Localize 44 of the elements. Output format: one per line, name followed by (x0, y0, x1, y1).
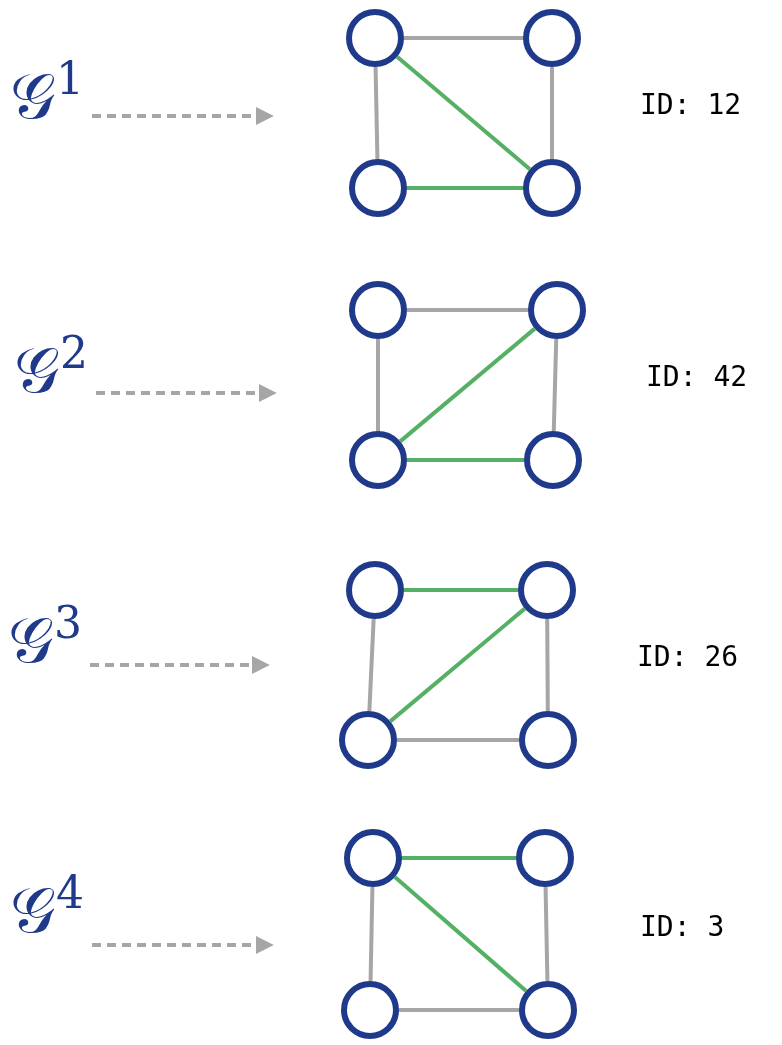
graph-edge (376, 339, 380, 431)
vertex-circle (516, 829, 574, 887)
dashed-arrow (90, 656, 270, 674)
graph-edge (393, 875, 528, 993)
vertex-circle (524, 431, 582, 489)
graph-edge (388, 607, 527, 723)
vertex-circle (523, 9, 581, 67)
graph-edge (543, 886, 550, 982)
graph-edge (407, 186, 523, 190)
dashed-arrow (92, 107, 274, 125)
vertex-circle (523, 159, 581, 217)
graph-edge (551, 338, 559, 432)
graph-edge (399, 1008, 519, 1012)
graph-edge (407, 458, 524, 462)
vertex-circle (341, 981, 399, 1039)
vertex-circle (346, 561, 404, 619)
vertex-circle (349, 281, 407, 339)
vertex-circle (519, 711, 577, 769)
dashed-arrow (96, 384, 277, 402)
vertex-circle (344, 829, 402, 887)
graph-edge (402, 856, 516, 860)
vertex-circle (339, 711, 397, 769)
dashed-arrow (92, 936, 274, 954)
graph-edge (397, 738, 519, 742)
graph-edge (545, 619, 550, 711)
graph-id-label: ID: 3 (640, 910, 725, 943)
graph-id-label: ID: 42 (646, 360, 748, 393)
graph-id-label: ID: 12 (640, 88, 742, 121)
graph-edge (395, 55, 532, 171)
graph-edge (398, 327, 537, 443)
vertex-circle (349, 431, 407, 489)
graph-edge (404, 588, 518, 592)
graph-edge (407, 308, 528, 312)
vertex-circle (518, 561, 576, 619)
vertex-circle (519, 981, 577, 1039)
graph-edge (550, 67, 554, 159)
vertex-circle (528, 281, 586, 339)
graph-edge (404, 36, 523, 40)
graph-id-label: ID: 26 (637, 640, 739, 673)
graph-edge (373, 66, 380, 160)
graph-edge (367, 618, 376, 712)
vertex-circle (349, 159, 407, 217)
vertex-circle (346, 9, 404, 67)
graph-edge (368, 886, 375, 982)
